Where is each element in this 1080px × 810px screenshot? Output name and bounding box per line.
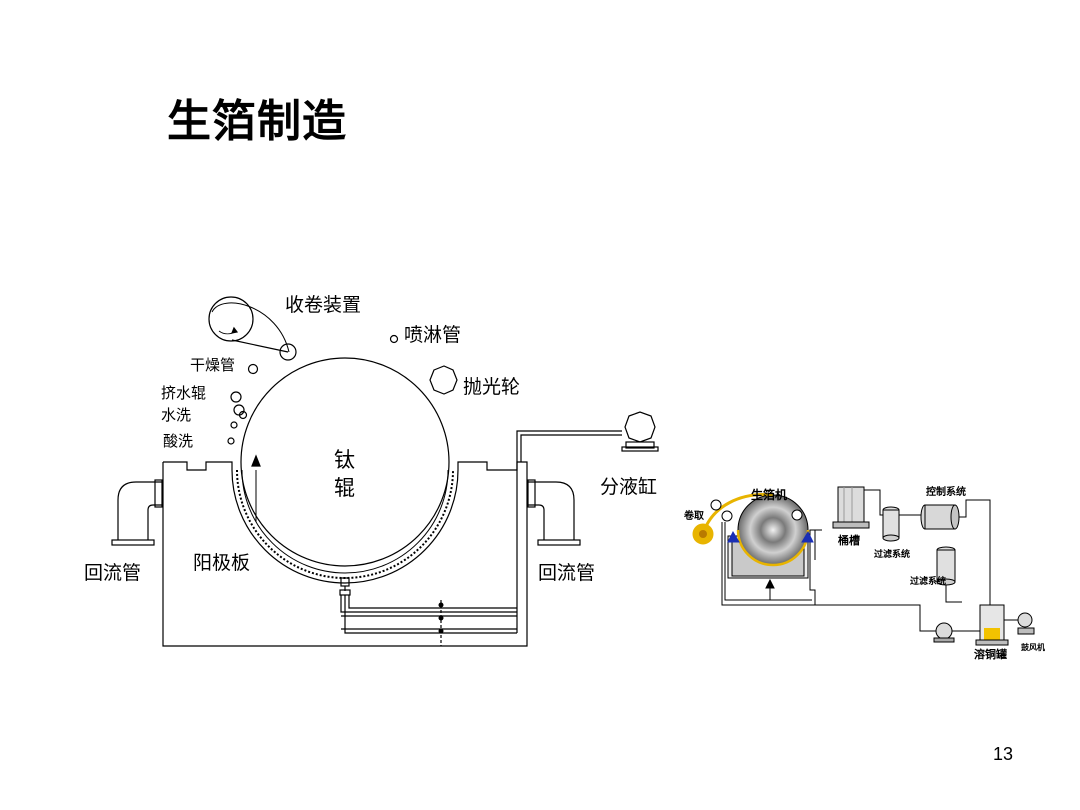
barrel-tank-label: 桶槽 xyxy=(838,534,860,547)
barrel-tank xyxy=(837,486,865,524)
dissolving-tank-label: 溶铜罐 xyxy=(974,648,1007,661)
filter-system-2-label: 过滤系统 xyxy=(910,577,947,587)
page-number: 13 xyxy=(993,744,1014,764)
acid-wash-label: 酸洗 xyxy=(163,432,194,450)
pump xyxy=(935,622,953,640)
slide-title: 生箔制造 xyxy=(167,96,347,147)
titanium-roller-label: 钛 辊 xyxy=(334,448,355,500)
anode-plate-label: 阳极板 xyxy=(193,552,251,574)
return-pipe-right-label: 回流管 xyxy=(538,562,596,584)
take-up-device-label: 收卷装置 xyxy=(285,294,362,316)
water-wash-label: 水洗 xyxy=(161,406,192,424)
anode-plate xyxy=(231,469,459,584)
process-flow-diagram xyxy=(692,486,1035,646)
foil-machine-label: 生箔机 xyxy=(751,488,788,502)
spray-pipe-label: 喷淋管 xyxy=(404,324,462,346)
squeeze-roller-label: 挤水辊 xyxy=(161,384,207,402)
filter-system-1-label: 过滤系统 xyxy=(874,550,911,560)
distribution-tank-octagon xyxy=(624,411,656,443)
blower-label: 鼓风机 xyxy=(1021,643,1045,652)
spray-pipe-nozzle xyxy=(389,334,399,344)
distribution-tank-label: 分液缸 xyxy=(600,476,658,498)
winding-label: 卷取 xyxy=(684,511,704,522)
blower xyxy=(1017,612,1033,628)
control-system-label: 控制系统 xyxy=(926,487,966,498)
titanium-roller xyxy=(240,357,450,567)
drying-pipe-label: 干燥管 xyxy=(190,356,236,374)
polishing-wheel xyxy=(429,365,458,395)
return-pipe-left xyxy=(117,481,162,540)
take-up-roll xyxy=(208,296,254,342)
return-pipe-left-label: 回流管 xyxy=(84,562,142,584)
polishing-wheel-label: 抛光轮 xyxy=(463,376,521,398)
return-pipe-right xyxy=(528,481,575,540)
